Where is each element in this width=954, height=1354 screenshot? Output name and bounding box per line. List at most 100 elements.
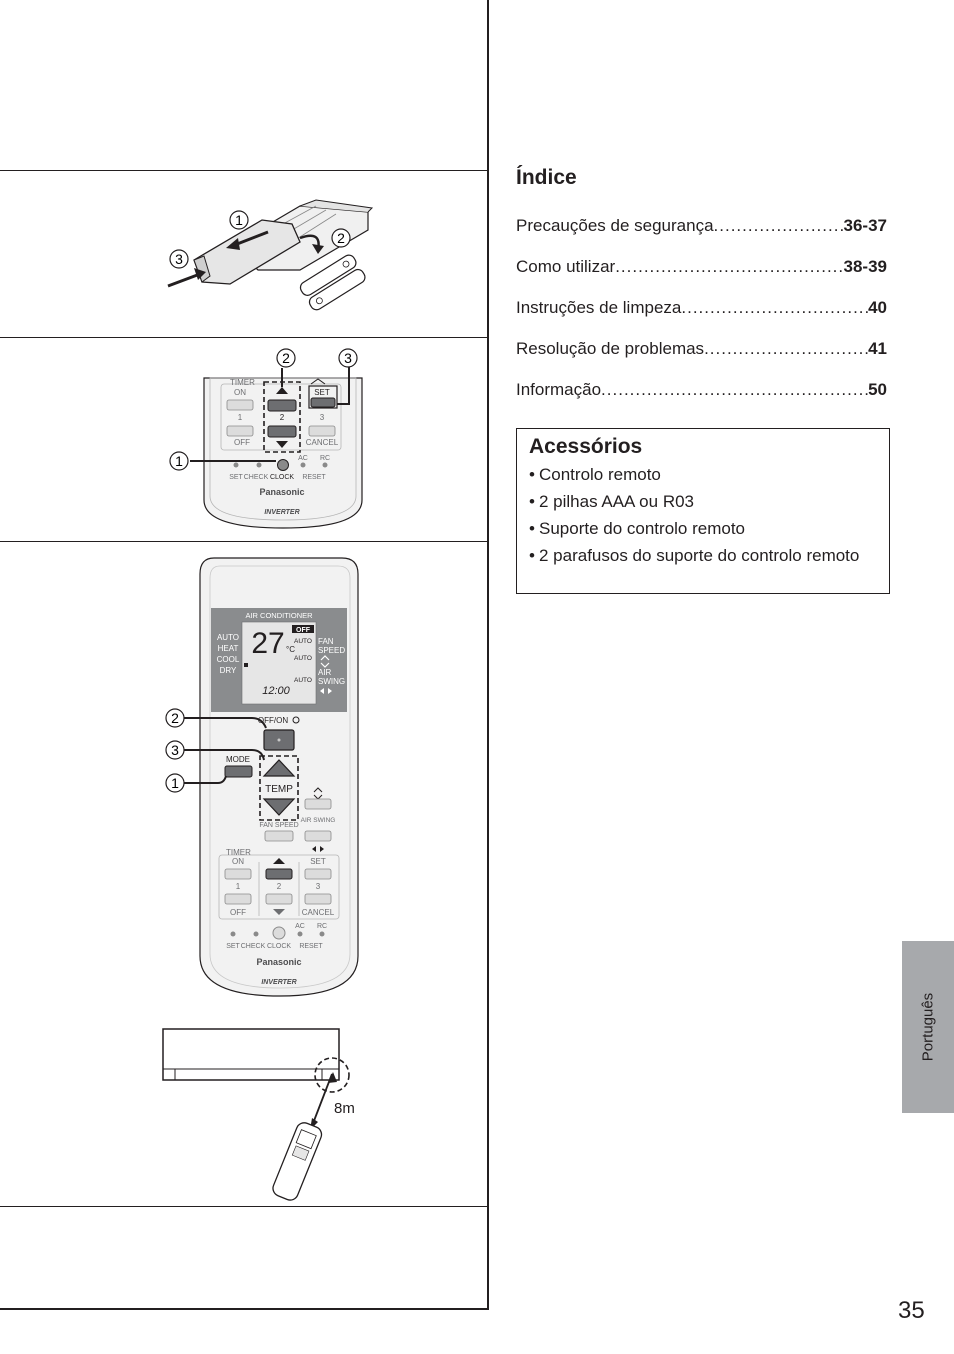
toc-entry-label: Precauções de segurança [516,216,714,235]
fan-speed-btn-label: FAN SPEED [259,822,298,829]
accessory-item: 2 pilhas AAA ou R03 [529,492,869,512]
range-figure: 8m [162,1028,355,1201]
air-swing-v-button[interactable] [304,798,332,810]
toc-entry[interactable]: Informação 50 [516,378,887,400]
timer-off-label: OFF [230,908,246,917]
toc-entry[interactable]: Instruções de limpeza40 [516,296,887,318]
callout-3: 3 [175,251,183,267]
reset-label: RESET [299,943,323,950]
check-label: CHECK [244,474,269,481]
reset-label: RESET [302,474,326,481]
fan-speed-label-2: SPEED [318,646,345,655]
auto-swing-h: AUTO [294,677,312,684]
accessory-item: Controlo remoto [529,465,869,485]
set-small-label: SET [226,943,240,950]
timer-2-label: 2 [277,882,282,891]
timer-on-label: ON [234,388,246,397]
timer-3-label: 3 [316,882,321,891]
temp-display: 27 [251,627,284,660]
set-label: SET [310,857,326,866]
timer-on-button[interactable] [226,399,254,411]
display-header: AIR CONDITIONER [245,611,313,620]
toc-entry[interactable]: Precauções de segurança 36-37 [516,214,887,236]
air-swing-h-button[interactable] [304,830,332,842]
air-swing-btn-label: AIR SWING [301,817,336,824]
section-divider [0,170,488,171]
column-divider [487,0,489,1310]
inverter-logo: INVERTER [261,979,296,986]
toc-entry-page: 36-37 [843,216,887,235]
temp-unit: °C [286,645,295,654]
timer-off-button[interactable] [226,425,254,437]
timer-3-label: 3 [320,413,325,422]
callout-1: 1 [175,453,183,469]
set-button[interactable] [304,868,332,880]
temp-down-button[interactable] [262,798,296,816]
timer-down-button[interactable] [265,893,293,905]
timer-1-label: 1 [238,413,243,422]
distance-label: 8m [334,1100,355,1117]
language-tab: Português [902,941,954,1113]
brand-logo: Panasonic [256,957,301,967]
toc-entry-label: Informação [516,380,602,399]
timer-2-label: 2 [280,413,285,422]
temp-up-button[interactable] [262,759,296,777]
mode-cool: COOL [217,655,240,664]
auto-swing-v: AUTO [294,655,312,662]
accessory-item: Suporte do controlo remoto [529,519,869,539]
mode-button[interactable] [224,765,253,778]
clock-button[interactable] [272,926,286,940]
fan-speed-label-1: FAN [318,637,334,646]
cancel-button[interactable] [308,425,336,437]
clock-setting-figure: TIMER ON 1 OFF 2 SET 3 CANCEL AC RC SET … [169,348,363,529]
set-label: SET [314,388,330,397]
mode-dry: DRY [220,666,237,675]
auto-fan: AUTO [294,638,312,645]
toc-entry[interactable]: Como utilizar 38-39 [516,255,887,277]
mode-auto: AUTO [217,633,239,642]
accessories-box: Acessórios Controlo remoto 2 pilhas AAA … [516,428,890,594]
cancel-label: CANCEL [302,908,335,917]
set-button[interactable] [310,397,336,408]
accessories-title: Acessórios [529,435,643,458]
accessories-list: Controlo remoto 2 pilhas AAA ou R03 Supo… [529,465,869,573]
page-number: 35 [898,1297,925,1324]
callout-2: 2 [337,230,345,246]
toc-entry-page: 38-39 [843,257,887,276]
inverter-logo: INVERTER [264,509,299,516]
down-button[interactable] [267,425,297,438]
battery-insertion-figure: 1 2 3 [167,199,374,311]
cancel-button[interactable] [304,893,332,905]
callout-1: 1 [235,212,243,228]
off-on-label: OFF/ON [258,716,288,725]
callout-3: 3 [344,350,352,366]
mode-heat: HEAT [218,644,239,653]
timer-label: TIMER [230,378,255,387]
callout-2: 2 [282,350,290,366]
toc-entry[interactable]: Resolução de problemas41 [516,337,887,359]
timer-on-label: ON [232,857,244,866]
toc-entry-page: 50 [868,380,887,399]
air-swing-label-1: AIR [318,668,332,677]
cancel-label: CANCEL [306,438,339,447]
temp-label: TEMP [265,784,293,795]
clock-label: CLOCK [270,474,294,481]
rc-label: RC [320,455,330,462]
accessory-item: 2 parafusos do suporte do controlo remot… [529,546,869,566]
timer-up-button[interactable] [265,868,293,880]
off-badge: OFF [296,627,311,634]
clock-button[interactable] [277,459,289,471]
timer-on-button[interactable] [224,868,252,880]
remote-operation-figure: AIR CONDITIONER AUTO HEAT COOL DRY 27 °C… [165,557,359,997]
check-label: CHECK [241,943,266,950]
toc-entry-label: Como utilizar [516,257,616,276]
up-button[interactable] [267,399,297,412]
timer-label: TIMER [226,848,251,857]
section-divider [0,337,488,338]
language-label: Português [919,992,937,1062]
toc-entry-label: Instruções de limpeza [516,298,682,317]
callout-2: 2 [171,710,179,726]
timer-off-button[interactable] [224,893,252,905]
fan-speed-button[interactable] [264,830,294,842]
air-swing-label-2: SWING [318,677,345,686]
